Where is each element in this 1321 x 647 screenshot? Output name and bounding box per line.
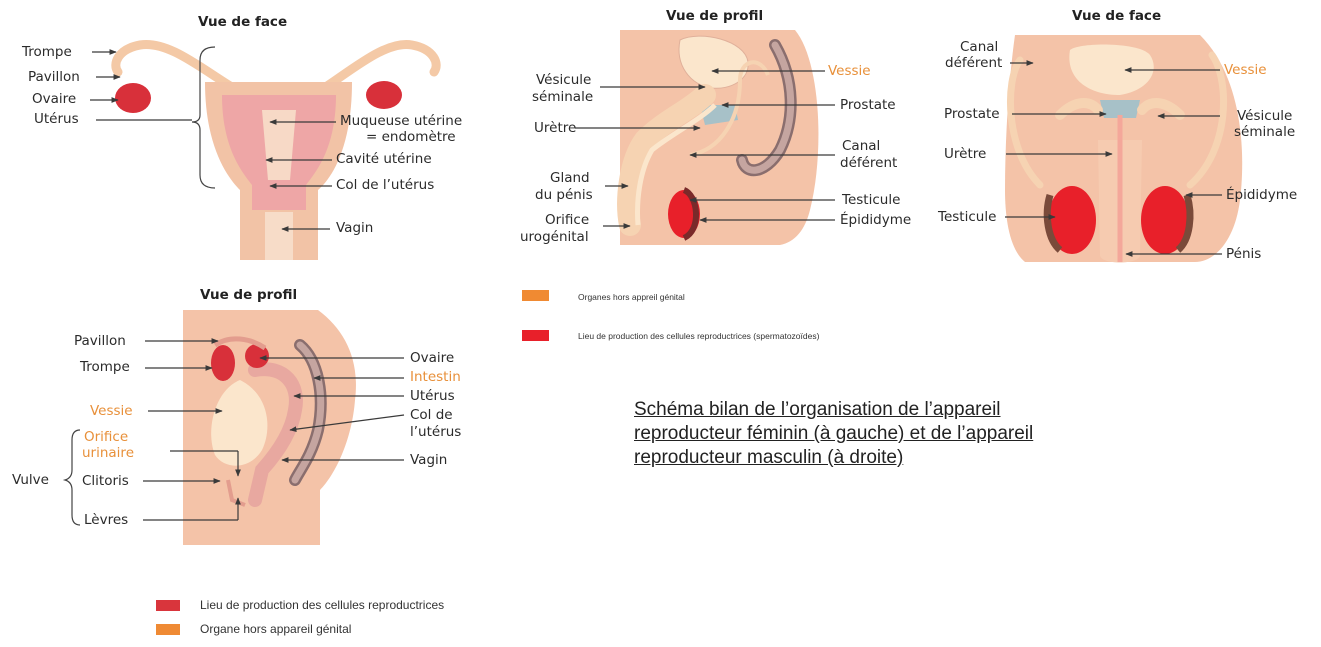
label-pavillon-profile: Pavillon xyxy=(74,333,126,349)
label-col-1: Col de xyxy=(410,407,453,423)
label-ovaire-profile: Ovaire xyxy=(410,350,455,366)
female-front-drawing xyxy=(90,40,441,260)
label-clitoris: Clitoris xyxy=(82,473,129,489)
male-profile-title: Vue de profil xyxy=(666,8,764,24)
label-canal-front-1: Canal xyxy=(960,39,999,55)
label-vessie-male-profile: Vessie xyxy=(828,63,871,79)
label-gland-2: du pénis xyxy=(535,187,593,203)
label-orifice-1: Orifice xyxy=(84,429,129,445)
label-orifice-uro-1: Orifice xyxy=(545,212,590,228)
label-levres: Lèvres xyxy=(84,512,129,528)
legend-swatch-male-other xyxy=(522,290,549,301)
male-profile-drawing xyxy=(575,30,835,245)
female-profile-title: Vue de profil xyxy=(200,287,298,303)
label-intestin: Intestin xyxy=(410,369,461,385)
legend-swatch-reproductive xyxy=(156,600,180,611)
female-profile-drawing xyxy=(62,310,405,545)
label-orifice-uro-2: urogénital xyxy=(520,229,589,245)
label-ovaire: Ovaire xyxy=(32,91,77,107)
male-front-title: Vue de face xyxy=(1072,8,1162,24)
label-vessie-front: Vessie xyxy=(1224,62,1267,78)
label-testicule-profile: Testicule xyxy=(842,192,901,208)
label-gland-1: Gland xyxy=(550,170,590,186)
label-uterus-profile: Utérus xyxy=(410,388,455,404)
label-prostate-front: Prostate xyxy=(944,106,1000,122)
label-vesicule-1: Vésicule xyxy=(536,72,592,88)
label-trompe: Trompe xyxy=(22,44,72,60)
legend-text-male-other: Organes hors appreil génital xyxy=(578,292,685,302)
label-vesicule-front-2: séminale xyxy=(1234,124,1296,140)
legend-swatch-male-reproductive xyxy=(522,330,549,341)
label-prostate-profile: Prostate xyxy=(840,97,896,113)
label-pavillon: Pavillon xyxy=(28,69,80,85)
label-muqueuse-1: Muqueuse utérine xyxy=(340,113,463,129)
label-vagin-profile: Vagin xyxy=(410,452,448,468)
legend-swatch-other xyxy=(156,624,180,635)
label-canal-1: Canal xyxy=(842,138,881,154)
label-cavite: Cavité utérine xyxy=(336,151,432,167)
label-canal-2: déférent xyxy=(840,155,898,171)
label-vessie-profile: Vessie xyxy=(90,403,133,419)
male-front-drawing xyxy=(1005,35,1243,263)
caption-line-1: Schéma bilan de l’organisation de l’appa… xyxy=(634,399,1001,420)
label-col: Col de l’utérus xyxy=(336,177,435,193)
label-uterus: Utérus xyxy=(34,111,79,127)
legend-text-other: Organe hors appareil génital xyxy=(200,622,352,636)
label-col-2: l’utérus xyxy=(410,424,462,440)
label-penis-front: Pénis xyxy=(1226,246,1262,262)
caption-line-2: reproducteur féminin (à gauche) et de l’… xyxy=(634,423,1034,444)
label-orifice-2: urinaire xyxy=(82,445,134,461)
label-vulve: Vulve xyxy=(12,472,49,488)
label-muqueuse-2: = endomètre xyxy=(366,129,456,145)
label-trompe-profile: Trompe xyxy=(80,359,130,375)
label-testicule-front: Testicule xyxy=(938,209,997,225)
label-epididyme-front: Épididyme xyxy=(1226,187,1298,203)
legend-text-male-reproductive: Lieu de production des cellules reproduc… xyxy=(578,331,820,341)
figure-caption: Schéma bilan de l’organisation de l’appa… xyxy=(634,398,1194,470)
label-vagin: Vagin xyxy=(336,220,374,236)
legend-text-reproductive: Lieu de production des cellules reproduc… xyxy=(200,598,445,612)
label-epididyme-profile: Épididyme xyxy=(840,212,912,228)
label-uretre-front: Urètre xyxy=(944,146,987,162)
caption-line-3: reproducteur masculin (à droite) xyxy=(634,447,904,468)
label-vesicule-front-1: Vésicule xyxy=(1237,108,1293,124)
label-uretre-profile: Urètre xyxy=(534,120,577,136)
label-canal-front-2: déférent xyxy=(945,55,1003,71)
label-vesicule-2: séminale xyxy=(532,89,594,105)
female-front-title: Vue de face xyxy=(198,14,288,30)
